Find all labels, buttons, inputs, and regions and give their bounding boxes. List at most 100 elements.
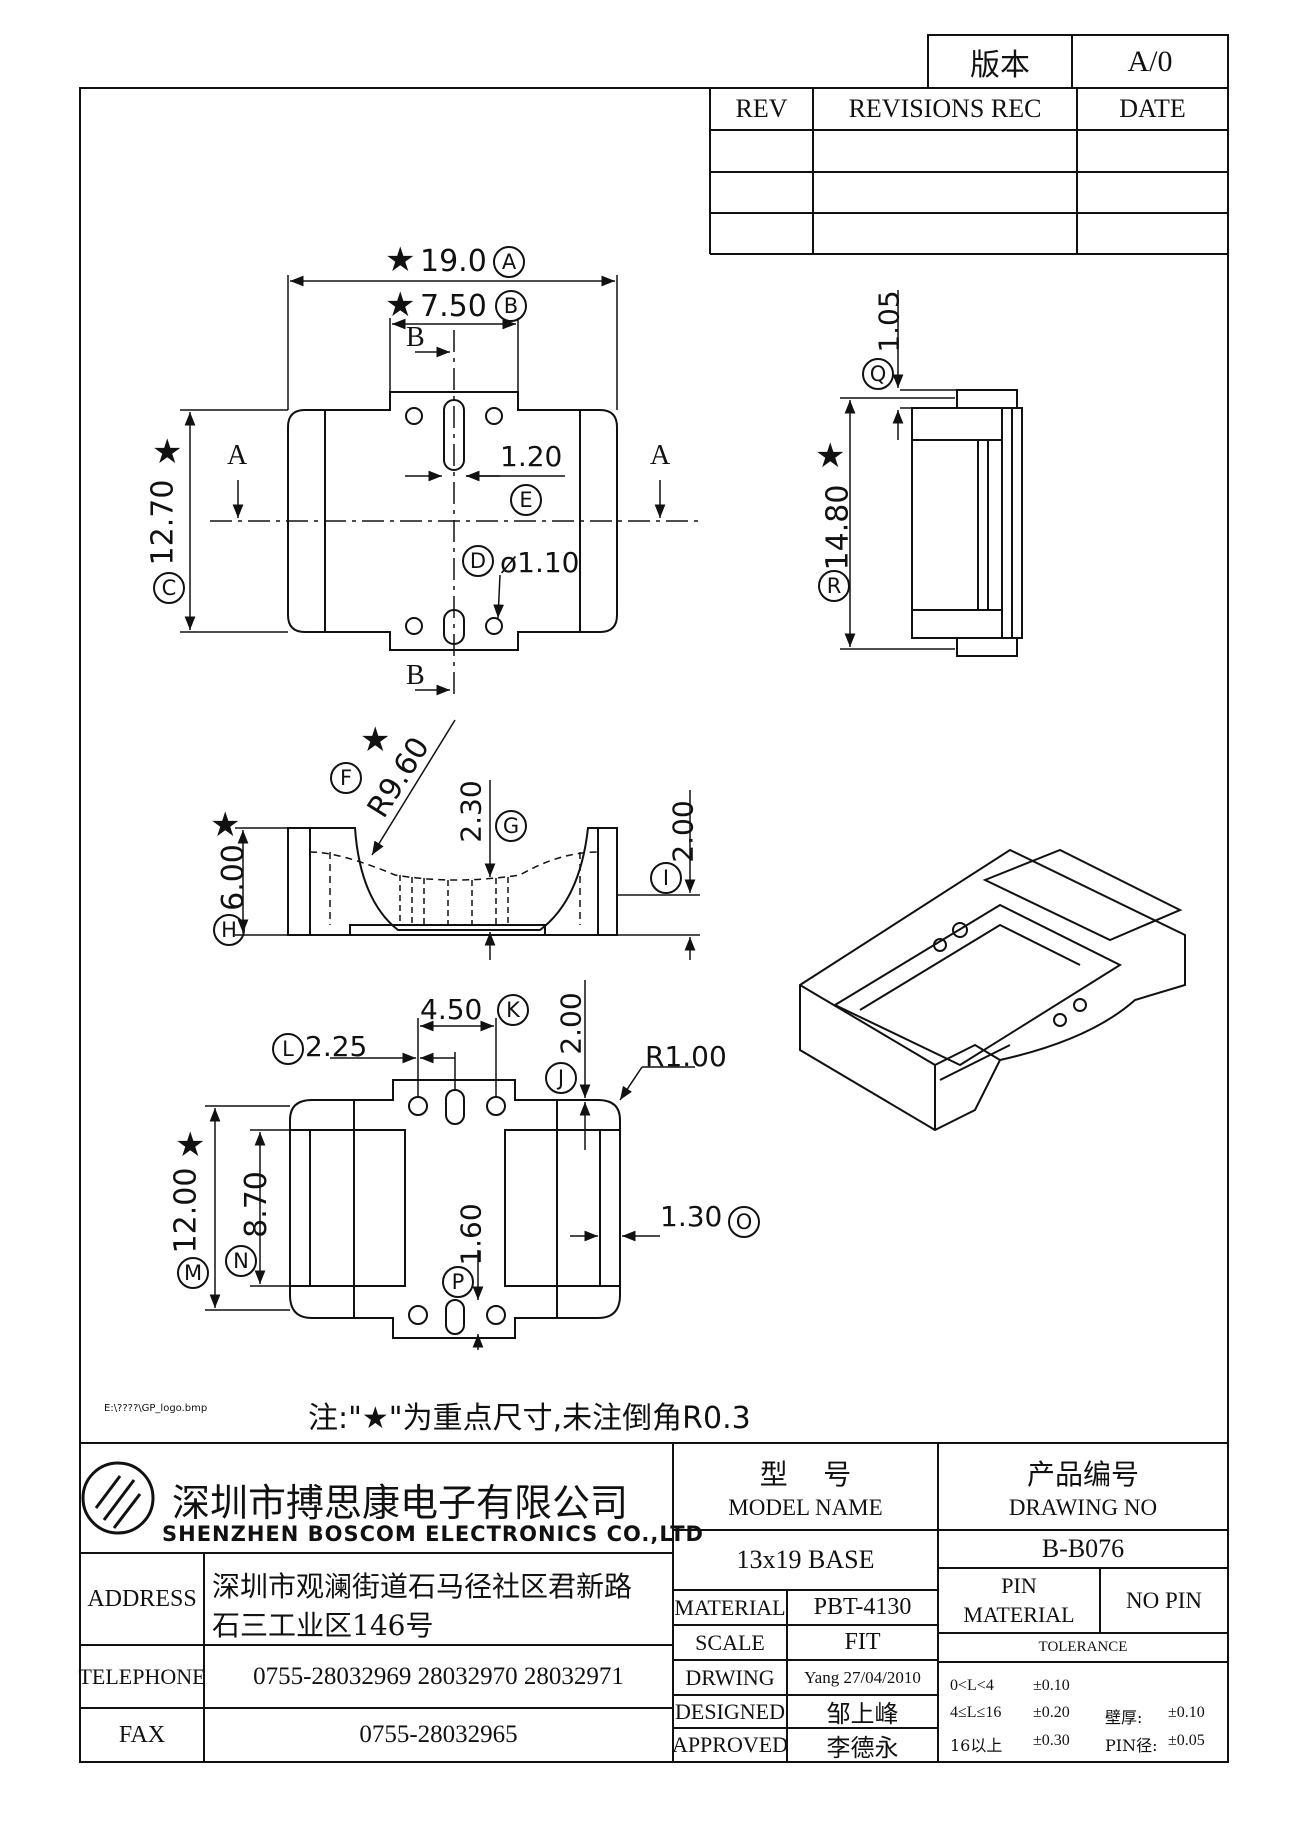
date-header: DATE	[1119, 94, 1186, 123]
fax-label: FAX	[118, 1721, 166, 1748]
dim-r-star: ★	[815, 436, 846, 476]
dim-k-value: 4.50	[420, 993, 483, 1026]
drawing-no-value: B-B076	[1041, 1534, 1125, 1563]
company-logo	[81, 1461, 155, 1535]
dim-q-badge: Q	[862, 358, 894, 390]
tol-row3-range: 16以上	[950, 1736, 1003, 1755]
sheet-border	[79, 87, 1229, 1763]
pin-material-value: NO PIN	[1125, 1587, 1203, 1613]
company-name-en: SHENZHEN BOSCOM ELECTRONICS CO.,LTD	[162, 1522, 704, 1546]
tol-row2-value: ±0.20	[1033, 1704, 1070, 1721]
logo-path-text: E:\????\GP_logo.bmp	[104, 1403, 208, 1414]
fax-value: 0755-28032965	[359, 1721, 518, 1748]
dim-d-badge: D	[462, 545, 494, 577]
telephone-value: 0755-28032969 28032970 28032971	[253, 1662, 624, 1690]
section-a-right: A	[650, 440, 671, 471]
address-line1: 深圳市观澜街道石马径社区君新路	[212, 1570, 633, 1603]
section-b-top: B	[406, 322, 425, 353]
material-label: MATERIAL	[674, 1594, 786, 1620]
dim-a-badge: A	[493, 246, 525, 278]
drawing-no-label-cn: 产品编号	[1026, 1458, 1139, 1491]
approved-value: 李德永	[826, 1733, 899, 1762]
dim-q-value: 1.05	[872, 290, 906, 353]
dim-k-badge: K	[497, 994, 529, 1026]
dim-o-badge: O	[728, 1206, 760, 1238]
front-view	[235, 719, 700, 960]
version-value: A/0	[1127, 44, 1173, 78]
dim-j-badge: J	[545, 1062, 577, 1094]
dim-g-value: 2.30	[454, 780, 488, 843]
pin-material-label-2: MATERIAL	[963, 1602, 1075, 1627]
dim-d-value: ø1.10	[500, 546, 580, 579]
section-a-left: A	[227, 440, 248, 471]
side-view	[840, 290, 1023, 657]
rev-header: REV	[735, 94, 788, 123]
isometric-view	[799, 848, 1186, 1132]
revision-table-grid	[709, 88, 1228, 255]
company-name-cn: 深圳市搏思康电子有限公司	[172, 1481, 629, 1525]
address-line2: 石三工业区146号	[212, 1609, 434, 1642]
dim-a-value: 19.0	[420, 244, 487, 279]
title-block-grid	[80, 1442, 1228, 1762]
tolerance-label: TOLERANCE	[1038, 1639, 1128, 1655]
tol-row1-range: 0<L<4	[950, 1677, 994, 1694]
tol-row3-value: ±0.30	[1033, 1732, 1070, 1749]
dim-n-value: 8.70	[238, 1171, 274, 1238]
dim-r-badge: R	[818, 570, 850, 602]
approved-label: APPROVED	[671, 1732, 789, 1757]
dim-p-badge: P	[442, 1266, 474, 1298]
model-label-en: MODEL NAME	[728, 1495, 883, 1520]
dim-l-value: 2.25	[305, 1030, 368, 1063]
dim-i-badge: I	[650, 862, 682, 894]
designed-label: DESIGNED	[675, 1698, 785, 1724]
pin-dia-label: PIN径:	[1105, 1736, 1158, 1755]
dim-o-value: 1.30	[660, 1200, 723, 1233]
dim-l-badge: L	[272, 1033, 304, 1065]
model-value: 13x19 BASE	[736, 1545, 875, 1574]
dim-c-star: ★	[152, 432, 183, 472]
dim-h-star: ★	[210, 805, 241, 845]
designed-value: 邹上峰	[826, 1700, 899, 1728]
dim-b-value: 7.50	[420, 289, 487, 324]
material-value: PBT-4130	[813, 1594, 912, 1620]
dim-b-badge: B	[495, 290, 527, 322]
dim-r1-value: R1.00	[645, 1040, 727, 1073]
dim-r-value: 14.80	[820, 484, 856, 571]
scale-value: FIT	[844, 1629, 881, 1655]
dim-n-badge: N	[225, 1245, 257, 1277]
top-view	[180, 275, 700, 700]
drwing-label: DRWING	[685, 1664, 775, 1690]
address-label: ADDRESS	[87, 1585, 197, 1612]
scale-label: SCALE	[695, 1629, 765, 1655]
dim-c-value: 12.70	[145, 479, 181, 566]
dim-j-value: 2.00	[554, 992, 588, 1055]
dim-g-badge: G	[495, 810, 527, 842]
dim-f-badge: F	[330, 762, 362, 794]
dim-c-badge: C	[153, 572, 185, 604]
dim-e-value: 1.20	[500, 440, 563, 473]
dim-h-value: 6.00	[215, 844, 251, 911]
wall-value: ±0.10	[1168, 1704, 1205, 1721]
drawing-no-label-en: DRAWING NO	[1008, 1495, 1158, 1520]
version-label: 版本	[970, 47, 1030, 83]
dim-m-value: 12.00	[168, 1167, 204, 1254]
wall-label: 壁厚:	[1105, 1708, 1143, 1727]
bottom-view	[205, 980, 695, 1350]
drawing-note: 注:"★"为重点尺寸,未注倒角R0.3	[308, 1401, 751, 1436]
model-label-cn: 型 号	[759, 1458, 852, 1491]
dim-a-star: ★	[385, 240, 416, 280]
telephone-label: TELEPHONE	[78, 1663, 206, 1689]
dim-b-star: ★	[385, 285, 416, 325]
tol-row2-range: 4≤L≤16	[950, 1704, 1002, 1721]
pin-material-label-1: PIN	[1001, 1573, 1037, 1598]
dim-m-star: ★	[175, 1125, 206, 1165]
dim-e-badge: E	[510, 484, 542, 516]
section-b-bottom: B	[406, 660, 425, 691]
tol-row1-value: ±0.10	[1033, 1677, 1070, 1694]
pin-dia-value: ±0.05	[1168, 1732, 1205, 1749]
dim-f-star: ★	[360, 720, 391, 760]
dim-i-value: 2.00	[666, 800, 700, 863]
dim-m-badge: M	[177, 1257, 209, 1289]
revisions-rec-header: REVISIONS REC	[848, 94, 1042, 123]
